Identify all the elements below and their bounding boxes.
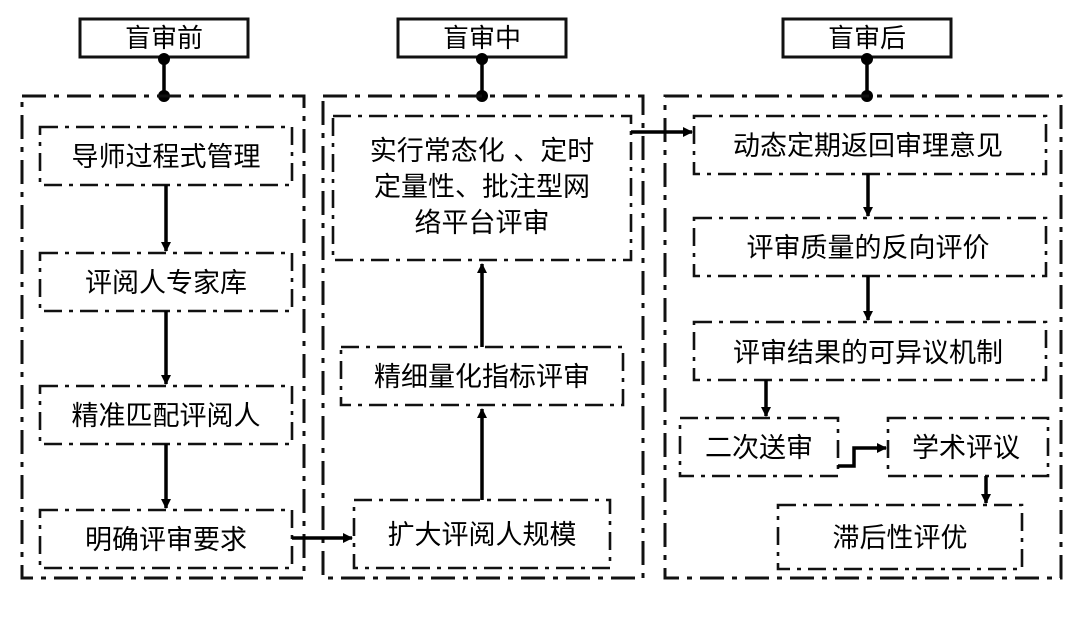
- step-expand-reviewers-text: 扩大评阅人规模: [388, 520, 577, 551]
- title-during-text: 盲审中: [443, 24, 521, 54]
- step-reverse-evaluation-text: 评审质量的反向评价: [747, 233, 990, 264]
- step-periodic-feedback: 动态定期返回审理意见: [692, 114, 1048, 176]
- step-expert-pool-text: 评阅人专家库: [85, 268, 247, 299]
- step-delayed-excellence: 滞后性评优: [776, 503, 1024, 571]
- title-during: 盲审中: [396, 17, 568, 59]
- step-clear-requirements: 明确评审要求: [38, 508, 294, 570]
- arrow-after-4: [838, 443, 887, 468]
- title-before: 盲审前: [78, 17, 250, 59]
- step-network-platform-line-3: 络平台评审: [415, 208, 550, 239]
- step-refined-indicators-text: 精细量化指标评审: [374, 362, 590, 393]
- step-expand-reviewers: 扩大评阅人规模: [352, 498, 612, 570]
- step-clear-requirements-text: 明确评审要求: [85, 525, 247, 556]
- step-refined-indicators: 精细量化指标评审: [339, 345, 625, 407]
- step-delayed-excellence-text: 滞后性评优: [833, 523, 968, 554]
- frame-before: [20, 94, 306, 580]
- step-tutor-management: 导师过程式管理: [38, 125, 294, 187]
- step-academic-discussion-text: 学术评议: [912, 433, 1020, 464]
- step-academic-discussion: 学术评议: [886, 416, 1050, 478]
- step-objection-mechanism-text: 评审结果的可异议机制: [733, 338, 1003, 369]
- step-network-platform-line-2: 定量性、批注型网: [374, 172, 590, 203]
- step-periodic-feedback-text: 动态定期返回审理意见: [733, 131, 1003, 162]
- title-before-text: 盲审前: [125, 24, 203, 54]
- step-tutor-management-text: 导师过程式管理: [72, 142, 261, 173]
- title-after-text: 盲审后: [828, 24, 906, 54]
- step-precise-matching: 精准匹配评阅人: [38, 384, 294, 446]
- step-reverse-evaluation: 评审质量的反向评价: [692, 216, 1048, 278]
- step-expert-pool: 评阅人专家库: [38, 251, 294, 313]
- step-second-review: 二次送审: [678, 416, 840, 478]
- title-after: 盲审后: [781, 17, 953, 59]
- step-precise-matching-text: 精准匹配评阅人: [72, 401, 261, 432]
- frame-during: [321, 94, 645, 580]
- step-network-platform: 实行常态化 、定时 定量性、批注型网 络平台评审: [331, 114, 633, 262]
- step-objection-mechanism: 评审结果的可异议机制: [692, 320, 1048, 382]
- step-network-platform-line-1: 实行常态化 、定时: [370, 136, 595, 167]
- frame-after: [663, 94, 1063, 580]
- step-second-review-text: 二次送审: [705, 433, 813, 464]
